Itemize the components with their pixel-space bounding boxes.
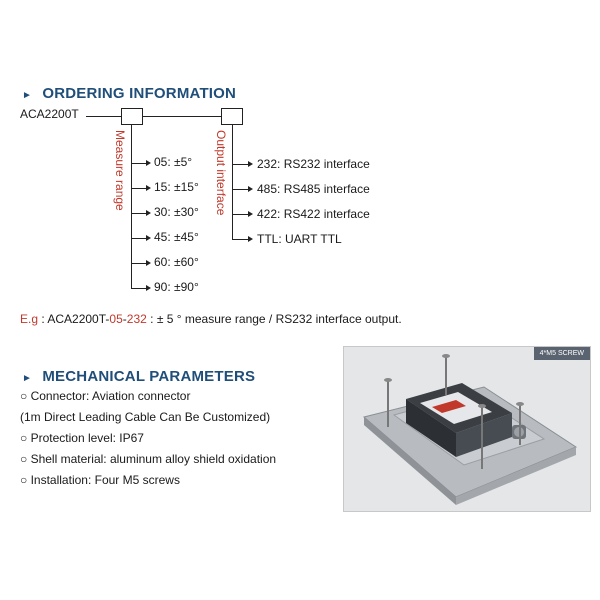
range-branch — [131, 213, 146, 214]
range-option: 15: ±15° — [154, 180, 199, 194]
mechanical-heading: ► MECHANICAL PARAMETERS — [22, 368, 255, 386]
interface-code: 485: — [257, 182, 281, 196]
mechanical-item: ○ Protection level: IP67 — [20, 431, 144, 445]
mechanical-item: ○ Connector: Aviation connector — [20, 389, 191, 403]
range-option: 60: ±60° — [154, 255, 199, 269]
range-option: 90: ±90° — [154, 280, 199, 294]
triangle-bullet-icon: ► — [22, 90, 32, 101]
interface-code-box — [221, 108, 243, 125]
interface-desc: RS422 interface — [283, 207, 370, 221]
interface-code: TTL: — [257, 232, 282, 246]
order-example: E.g : ACA2200T-05-232 : ± 5 ° measure ra… — [20, 312, 402, 326]
range-branch — [131, 188, 146, 189]
model-connector-line — [86, 116, 121, 117]
output-interface-label: Output interface — [214, 130, 228, 216]
interface-desc: RS485 interface — [283, 182, 370, 196]
interface-branch — [232, 164, 248, 165]
interface-branch — [232, 239, 248, 240]
range-branch — [131, 163, 146, 164]
interface-option: 232: RS232 interface — [257, 157, 370, 171]
interface-option: 485: RS485 interface — [257, 182, 370, 196]
interface-option: TTL: UART TTL — [257, 232, 342, 246]
arrow-icon — [146, 285, 151, 291]
arrow-icon — [248, 211, 253, 217]
range-branch — [131, 263, 146, 264]
arrow-icon — [146, 210, 151, 216]
interface-branch — [232, 214, 248, 215]
interface-desc: UART TTL — [285, 232, 342, 246]
range-branch — [131, 288, 146, 289]
interface-branch — [232, 189, 248, 190]
example-dash: - — [122, 312, 127, 326]
mechanical-title: MECHANICAL PARAMETERS — [42, 368, 256, 385]
sensor-illustration — [362, 354, 578, 505]
interface-code: 232: — [257, 157, 281, 171]
mechanical-item: (1m Direct Leading Cable Can Be Customiz… — [20, 410, 271, 424]
range-code-box — [121, 108, 143, 125]
range-tree-line — [131, 125, 132, 288]
example-range-code: 05 — [109, 312, 123, 326]
measure-range-label: Measure range — [113, 130, 127, 211]
interface-desc: RS232 interface — [283, 157, 370, 171]
ordering-heading: ► ORDERING INFORMATION — [22, 85, 236, 103]
range-option: 30: ±30° — [154, 205, 199, 219]
example-prefix: E.g — [20, 312, 39, 326]
product-photo: 4*M5 SCREW — [343, 346, 591, 512]
ordering-title: ORDERING INFORMATION — [42, 85, 237, 102]
example-interface-code: 232 — [126, 312, 147, 326]
example-separator: : — [38, 312, 48, 326]
arrow-icon — [146, 235, 151, 241]
screw-tag: 4*M5 SCREW — [533, 347, 590, 360]
arrow-icon — [248, 186, 253, 192]
model-code: ACA2200T — [20, 107, 79, 121]
interface-option: 422: RS422 interface — [257, 207, 370, 221]
example-description: ± 5 ° measure range / RS232 interface ou… — [156, 312, 402, 326]
mechanical-item: ○ Installation: Four M5 screws — [20, 473, 180, 487]
interface-code: 422: — [257, 207, 281, 221]
range-option: 45: ±45° — [154, 230, 199, 244]
arrow-icon — [248, 236, 253, 242]
interface-tree-line — [232, 125, 233, 239]
arrow-icon — [146, 260, 151, 266]
arrow-icon — [146, 160, 151, 166]
arrow-icon — [146, 185, 151, 191]
box-connector-line — [143, 116, 221, 117]
range-branch — [131, 238, 146, 239]
example-model: ACA2200T- — [47, 312, 110, 326]
arrow-icon — [248, 161, 253, 167]
range-option: 05: ±5° — [154, 155, 193, 169]
example-colon: : — [146, 312, 157, 326]
mechanical-item: ○ Shell material: aluminum alloy shield … — [20, 452, 277, 466]
triangle-bullet-icon: ► — [22, 373, 32, 384]
